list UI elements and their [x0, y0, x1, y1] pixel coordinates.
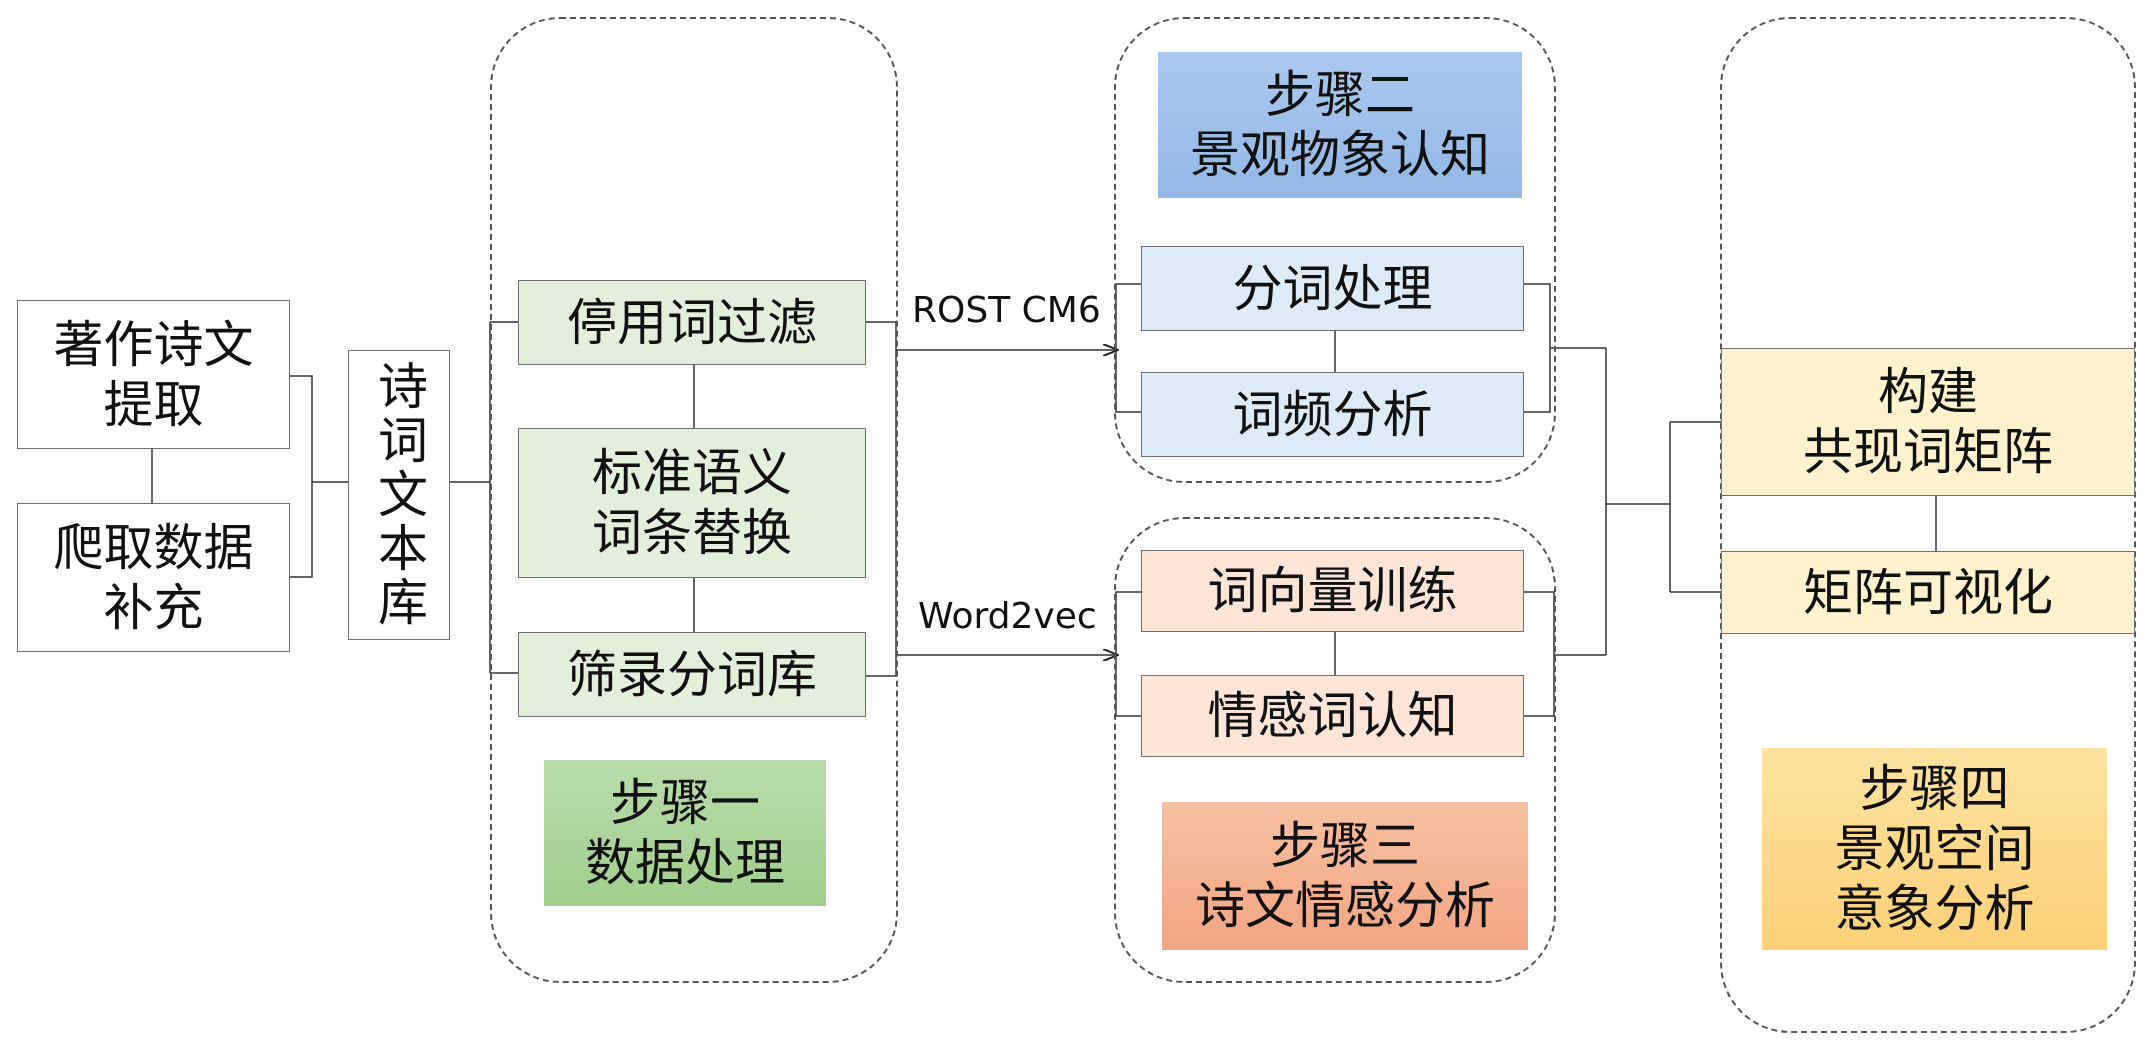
corpus-box: 诗词文本库 [348, 350, 450, 640]
step1-group [490, 17, 898, 983]
step1-title: 步骤一 数据处理 [544, 760, 826, 906]
step4-group [1720, 17, 2136, 1033]
source-crawl-box: 爬取数据 补充 [17, 503, 290, 652]
rost-cm6-label: ROST CM6 [912, 290, 1101, 331]
source-extract-box: 著作诗文 提取 [17, 300, 290, 449]
step3-item-word-vector: 词向量训练 [1141, 550, 1524, 632]
step4-item-cooccurrence-matrix: 构建 共现词矩阵 [1721, 348, 2135, 496]
step3-item-emotion-word: 情感词认知 [1141, 675, 1524, 757]
step1-item-segment-lexicon: 筛录分词库 [518, 632, 866, 717]
step3-group [1114, 517, 1556, 983]
word2vec-label: Word2vec [918, 596, 1097, 637]
corpus-label: 诗词文本库 [370, 360, 428, 630]
step3-title: 步骤三 诗文情感分析 [1162, 802, 1528, 950]
step1-item-semantic-replace: 标准语义 词条替换 [518, 428, 866, 578]
step4-title: 步骤四 景观空间 意象分析 [1762, 748, 2107, 950]
step1-item-stopword-filter: 停用词过滤 [518, 280, 866, 365]
step2-item-frequency: 词频分析 [1141, 372, 1524, 457]
step2-item-segmentation: 分词处理 [1141, 246, 1524, 331]
step2-title: 步骤二 景观物象认知 [1158, 52, 1522, 198]
step2-group [1114, 17, 1556, 483]
step4-item-matrix-visualization: 矩阵可视化 [1721, 551, 2135, 634]
